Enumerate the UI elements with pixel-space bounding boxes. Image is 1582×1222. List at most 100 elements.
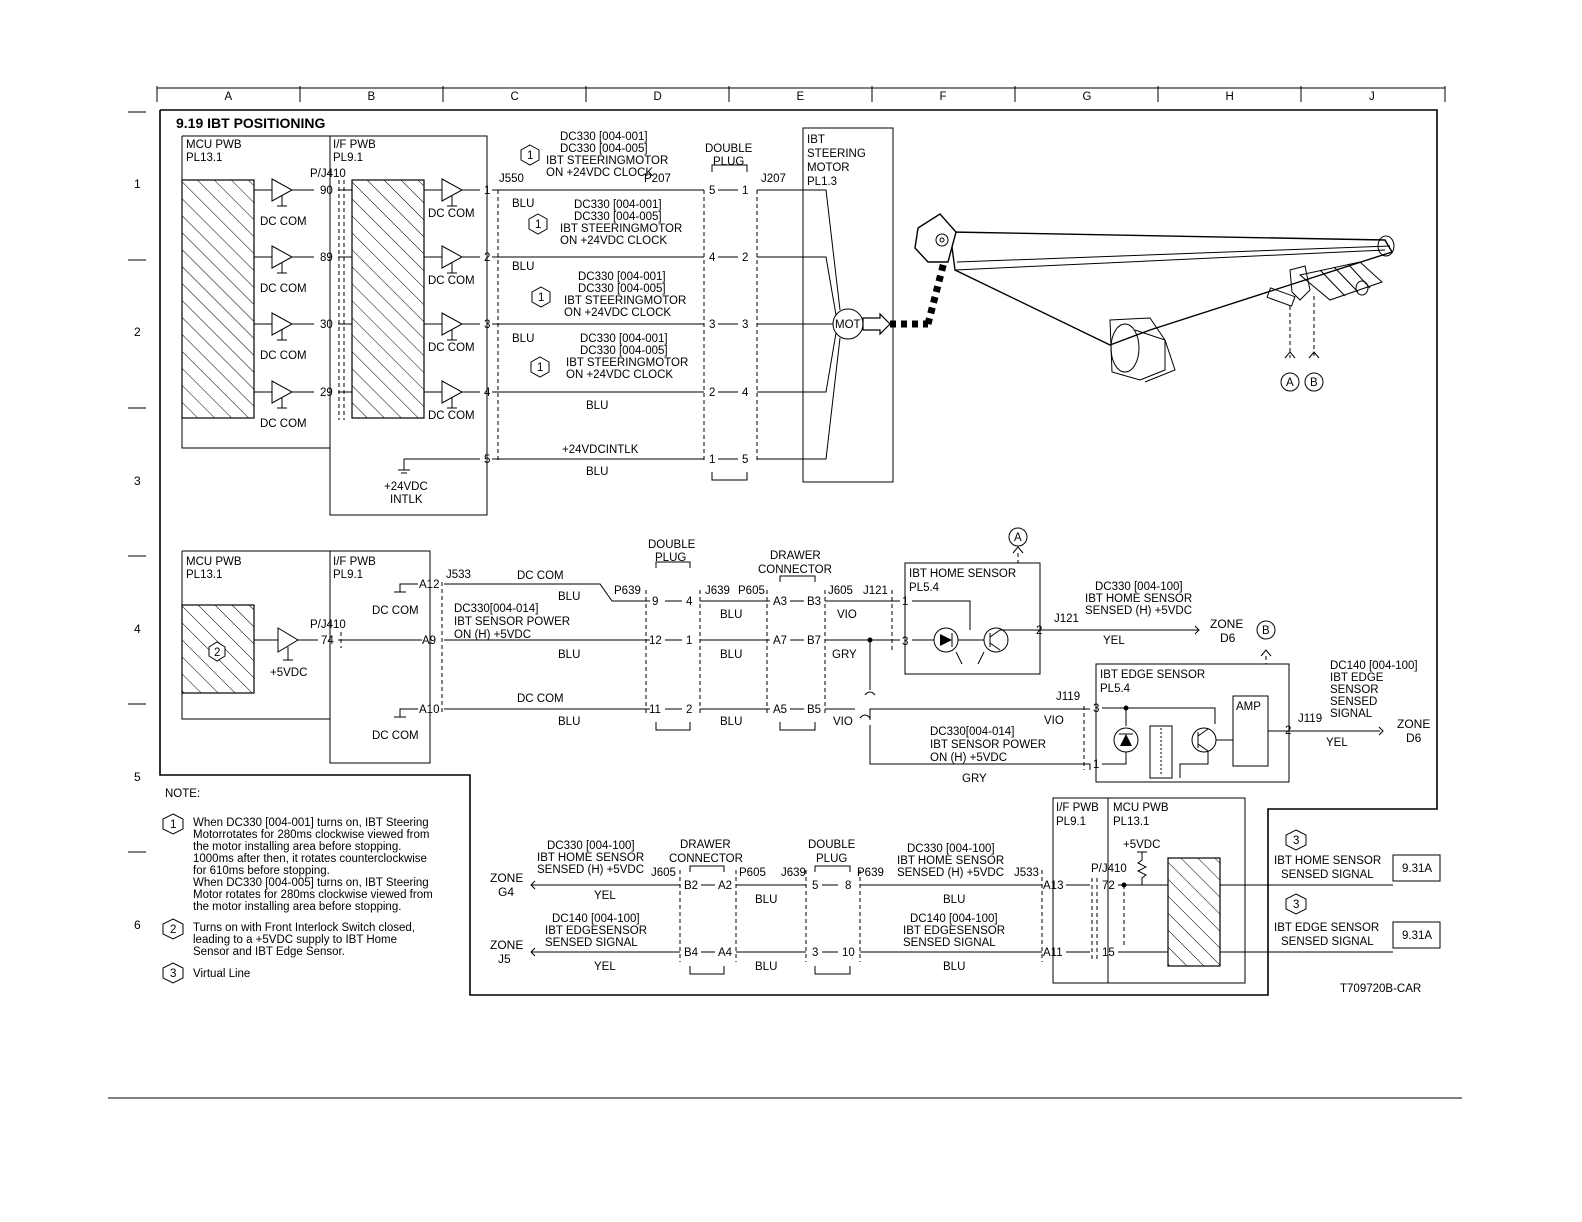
top-blu-0: BLU bbox=[512, 198, 534, 210]
bot-home-out-1: IBT HOME SENSOR bbox=[1274, 855, 1381, 867]
note2-marker: 2 bbox=[214, 647, 220, 659]
wire-blu-3: BLU bbox=[558, 716, 580, 728]
home-pin-2: 2 bbox=[1036, 625, 1042, 637]
zone-d6-a: ZONE bbox=[1210, 617, 1243, 631]
steer-signal-0-2: IBT STEERINGMOTOR bbox=[546, 155, 668, 167]
bot-dp-2: PLUG bbox=[816, 853, 847, 865]
motor-label-1: IBT bbox=[807, 134, 825, 146]
note2-badge bbox=[162, 918, 184, 940]
bot-p605: P605 bbox=[739, 867, 766, 879]
home-yel: YEL bbox=[1103, 635, 1125, 647]
ref-box-edge[interactable] bbox=[1392, 921, 1441, 949]
mid-drawer-1: DRAWER bbox=[770, 550, 821, 562]
plug-pin-l-1: 4 bbox=[709, 252, 716, 264]
pin-a10: A10 bbox=[419, 704, 439, 716]
mid-mcu-label: MCU PWB bbox=[186, 556, 242, 568]
pin-c-5: 5 bbox=[484, 454, 490, 466]
j119-left: J119 bbox=[1056, 691, 1080, 703]
bot-if-pl: PL9.1 bbox=[1056, 816, 1086, 828]
steer-signal-2-2: IBT STEERINGMOTOR bbox=[564, 295, 686, 307]
dccom-if-1: DC COM bbox=[428, 275, 475, 287]
steer-signal-2-3: ON +24VDC CLOCK bbox=[564, 307, 671, 319]
mid-j121: J121 bbox=[863, 585, 888, 597]
bot-dp-l-0: 5 bbox=[812, 880, 818, 892]
bot-a11: A11 bbox=[1043, 947, 1063, 959]
row-label-2: 2 bbox=[134, 325, 141, 339]
mid-dp-r-2: 2 bbox=[686, 704, 692, 716]
steer-signal-3-1: DC330 [004-005] bbox=[580, 345, 668, 357]
p207-label: P207 bbox=[644, 173, 671, 185]
edge-pin-1: 1 bbox=[1093, 759, 1099, 771]
sensor-power-1: DC330[004-014] bbox=[454, 603, 538, 615]
bot-pwb-box bbox=[1052, 797, 1246, 984]
callout-b bbox=[1256, 620, 1276, 640]
edge-power-2: IBT SENSOR POWER bbox=[930, 739, 1046, 751]
note1-num: 1 bbox=[170, 819, 176, 831]
bot-note3-b: 3 bbox=[1293, 899, 1299, 911]
bot-edge-out-2: SENSED SIGNAL bbox=[1281, 936, 1374, 948]
pin-c-1: 1 bbox=[484, 185, 490, 197]
bot-dp-l-1: 3 bbox=[812, 947, 818, 959]
bot-dc-r-1: A4 bbox=[718, 947, 733, 959]
row-label-3: 3 bbox=[134, 474, 141, 488]
note3-num: 3 bbox=[170, 968, 176, 980]
ref-box-home[interactable] bbox=[1392, 854, 1441, 882]
bot-home-sig-1: DC330 [004-100] bbox=[547, 840, 635, 852]
steer-signal-3-2: IBT STEERINGMOTOR bbox=[566, 357, 688, 369]
home-sensor-box bbox=[904, 562, 1041, 675]
mid-mcu-pl: PL13.1 bbox=[186, 569, 222, 581]
row-label-5: 5 bbox=[134, 770, 141, 784]
home-signal-3: SENSED (H) +5VDC bbox=[1085, 605, 1192, 617]
edge-signal-2: IBT EDGE bbox=[1330, 672, 1384, 684]
bot-j639: J639 bbox=[781, 867, 806, 879]
mid-dp-r-1: 1 bbox=[686, 635, 692, 647]
pin-b-90: 90 bbox=[320, 185, 333, 197]
motor-label-3: MOTOR bbox=[807, 162, 850, 174]
motor-label-2: STEERING bbox=[807, 148, 866, 160]
plug-pin-l-2: 3 bbox=[709, 319, 715, 331]
bot-home2-2: IBT HOME SENSOR bbox=[897, 855, 1004, 867]
row-label-1: 1 bbox=[134, 177, 141, 191]
top-blu-3: BLU bbox=[586, 400, 608, 412]
callout-a-belt: A bbox=[1286, 377, 1294, 389]
pj410-label: P/J410 bbox=[310, 168, 346, 180]
mid-dp-label-2: PLUG bbox=[655, 552, 686, 564]
double-plug-label: DOUBLE bbox=[705, 143, 753, 155]
mid-drawer-2: CONNECTOR bbox=[758, 564, 832, 576]
mid-j639: J639 bbox=[705, 585, 730, 597]
note2-line-1: leading to a +5VDC supply to IBT Home bbox=[193, 934, 397, 946]
bot-mcu-hatch bbox=[1167, 857, 1221, 967]
bot-note3-a: 3 bbox=[1293, 835, 1299, 847]
sensor-power-2: IBT SENSOR POWER bbox=[454, 616, 570, 628]
col-label-J: J bbox=[1369, 91, 1375, 103]
bot-edge-out-1: IBT EDGE SENSOR bbox=[1274, 922, 1379, 934]
pin-c-2: 2 bbox=[484, 252, 490, 264]
plug-pin-r-1: 2 bbox=[742, 252, 748, 264]
bot-edge2-3: SENSED SIGNAL bbox=[903, 937, 996, 949]
amp-label: AMP bbox=[1236, 701, 1261, 713]
pin-c-4: 4 bbox=[484, 387, 491, 399]
if-pwb-label: I/F PWB bbox=[333, 139, 376, 151]
edge-power-3: ON (H) +5VDC bbox=[930, 752, 1007, 764]
bot-home-sig-2: IBT HOME SENSOR bbox=[537, 852, 644, 864]
mid-dp-r-0: 4 bbox=[686, 596, 693, 608]
mid-p639: P639 bbox=[614, 585, 641, 597]
plug-pin-l-3: 2 bbox=[709, 387, 715, 399]
intlk-label: +24VDC bbox=[384, 481, 428, 493]
bot-edge2-2: IBT EDGESENSOR bbox=[903, 925, 1005, 937]
j550-label: J550 bbox=[499, 173, 524, 185]
mid-vio-3: VIO bbox=[1044, 715, 1064, 727]
mid-j533: J533 bbox=[446, 569, 471, 581]
bot-pj410: P/J410 bbox=[1091, 863, 1127, 875]
pin-b-89: 89 bbox=[320, 252, 333, 264]
col-label-H: H bbox=[1226, 91, 1234, 103]
plug-pin-r-2: 3 bbox=[742, 319, 748, 331]
edge-signal-1: DC140 [004-100] bbox=[1330, 660, 1418, 672]
home-pin-1: 1 bbox=[902, 596, 908, 608]
bot-yel-1: YEL bbox=[594, 890, 616, 902]
j119-right: J119 bbox=[1298, 713, 1322, 725]
mid-dccom-2: DC COM bbox=[372, 730, 419, 742]
plug-pin-l-4: 1 bbox=[709, 454, 715, 466]
note1-marker-0 bbox=[520, 144, 540, 166]
wire-blu-2: BLU bbox=[558, 649, 580, 661]
